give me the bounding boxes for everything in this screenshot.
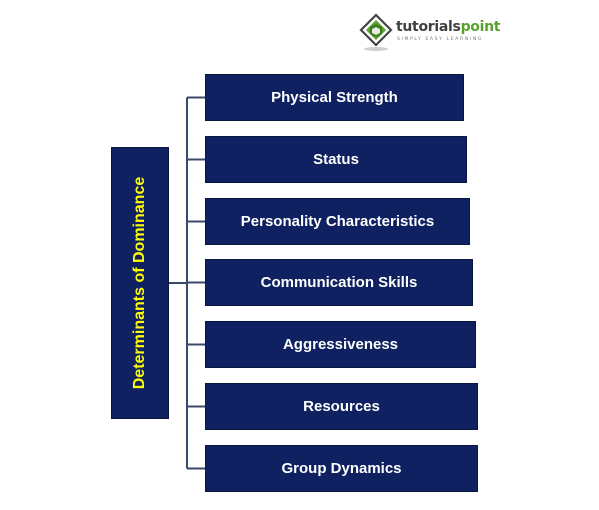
branch-node-aggressiveness: Aggressiveness: [205, 321, 476, 368]
branch-label: Resources: [303, 398, 380, 415]
logo-tagline: SIMPLY EASY LEARNING: [397, 37, 484, 42]
tutorialspoint-logo-icon: [359, 13, 393, 51]
branch-label: Personality Characteristics: [240, 213, 435, 230]
branch-node-personality-characteristics: Personality Characteristics: [205, 198, 470, 245]
logo-word-point: point: [460, 19, 501, 35]
branch-label: Aggressiveness: [282, 336, 399, 353]
root-node: Determinants of Dominance: [111, 147, 169, 419]
branch-label: Group Dynamics: [281, 460, 402, 477]
tutorialspoint-logo: tutorialspoint SIMPLY EASY LEARNING: [356, 12, 501, 52]
logo-word-tutorials: tutorials: [396, 19, 461, 35]
branch-label: Physical Strength: [271, 89, 398, 106]
branch-label: Status: [313, 151, 359, 168]
logo-wordmark: tutorialspoint: [396, 18, 500, 36]
branch-node-physical-strength: Physical Strength: [205, 74, 464, 121]
branch-node-group-dynamics: Group Dynamics: [205, 445, 478, 492]
branch-label: Communication Skills: [260, 274, 418, 291]
branch-node-communication-skills: Communication Skills: [205, 259, 473, 306]
root-node-label: Determinants of Dominance: [131, 176, 148, 390]
branch-node-status: Status: [205, 136, 467, 183]
branch-node-resources: Resources: [205, 383, 478, 430]
